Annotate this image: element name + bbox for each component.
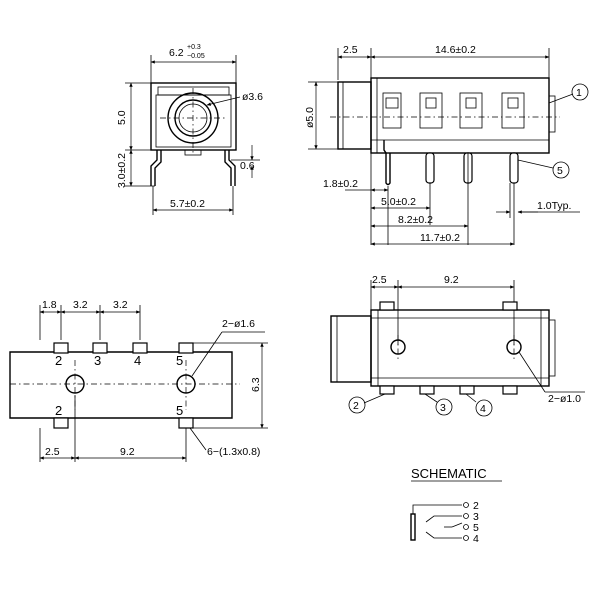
schematic-pin-4: 4 bbox=[473, 533, 479, 545]
pcb-hole-left bbox=[65, 374, 85, 394]
pcb-pad-3 bbox=[92, 342, 108, 354]
pcb-pad-label-5b: 5 bbox=[176, 403, 183, 418]
front-hole-dia: ø3.6 bbox=[242, 91, 263, 103]
pcb-dim-2: 3.2 bbox=[73, 299, 88, 311]
callout-circle-1 bbox=[571, 83, 589, 101]
pcb-pad-label-5: 5 bbox=[176, 353, 183, 368]
pcb-pad-2-top bbox=[53, 342, 69, 354]
front-width-dim: 6.2 bbox=[169, 47, 184, 59]
callout-circle-4 bbox=[475, 399, 493, 417]
pcb-layout: 1.8 3.2 3.2 2 3 4 5 2 5 2−ø1.6 6.3 bbox=[9, 299, 268, 462]
front-view: 6.2 +0.3 −0.05 ø3.6 5.0 3.0±0.2 bbox=[116, 44, 263, 215]
pcb-pad-callout: 6−(1.3x0.8) bbox=[207, 446, 260, 458]
pcb-pad-label-2b: 2 bbox=[55, 403, 62, 418]
side-pin3-pos: 8.2±0.2 bbox=[398, 214, 433, 226]
side-pin1-pos: 1.8±0.2 bbox=[323, 178, 358, 190]
side-body-dia: ø5.0 bbox=[304, 107, 316, 128]
side-pin2-pos: 5.0±0.2 bbox=[381, 196, 416, 208]
bottom-view: 2.5 9.2 2−ø1.0 2 3 bbox=[330, 274, 585, 417]
front-width-tol-lower: −0.05 bbox=[187, 53, 205, 60]
front-pin-offset: 0.6 bbox=[240, 160, 255, 172]
pcb-height-dim: 6.3 bbox=[250, 377, 262, 392]
pcb-pad-5-bottom bbox=[178, 417, 194, 429]
side-body-len: 14.6±0.2 bbox=[435, 44, 476, 56]
pcb-dim-3: 3.2 bbox=[113, 299, 128, 311]
schematic-title: SCHEMATIC bbox=[411, 466, 487, 481]
pcb-pad-2-bottom bbox=[53, 417, 69, 429]
pcb-span-dim: 9.2 bbox=[120, 446, 135, 458]
pcb-left-dim: 2.5 bbox=[45, 446, 60, 458]
schematic-pin-3: 3 bbox=[473, 511, 479, 523]
pcb-pad-5-top bbox=[178, 342, 194, 354]
bottom-hole-callout: 2−ø1.0 bbox=[548, 393, 581, 405]
schematic-pin-2: 2 bbox=[473, 500, 479, 512]
pcb-dim-1: 1.8 bbox=[42, 299, 57, 311]
callout-4-label: 4 bbox=[480, 403, 486, 415]
schematic: SCHEMATIC 2 3 5 4 bbox=[410, 466, 502, 545]
side-pin4-pos: 11.7±0.2 bbox=[420, 232, 460, 244]
callout-5-label: 5 bbox=[557, 165, 563, 177]
callout-circle-3 bbox=[435, 398, 453, 416]
callout-circle-5 bbox=[552, 161, 570, 179]
pcb-pad-label-2: 2 bbox=[55, 353, 62, 368]
front-width-tol-upper: +0.3 bbox=[187, 44, 201, 51]
callout-1-label: 1 bbox=[576, 87, 582, 99]
front-height-dim: 5.0 bbox=[116, 110, 128, 125]
front-pin-height: 3.0±0.2 bbox=[116, 153, 128, 188]
callout-circle-2 bbox=[348, 396, 366, 414]
callout-2-label: 2 bbox=[353, 400, 359, 412]
pcb-hole-callout: 2−ø1.6 bbox=[222, 318, 255, 330]
front-pin-span: 5.7±0.2 bbox=[170, 198, 205, 210]
pcb-hole-right bbox=[176, 374, 196, 394]
side-nose-len: 2.5 bbox=[343, 44, 358, 56]
pcb-pad-4 bbox=[132, 342, 148, 354]
bottom-span-dim: 9.2 bbox=[444, 274, 459, 286]
bottom-left-dim: 2.5 bbox=[372, 274, 387, 286]
pcb-pad-label-4: 4 bbox=[134, 353, 141, 368]
schematic-pin-5: 5 bbox=[473, 522, 479, 534]
side-pin-thk: 1.0Typ. bbox=[537, 200, 571, 212]
side-view: 2.5 14.6±0.2 ø5.0 bbox=[304, 44, 589, 246]
pcb-pad-label-3: 3 bbox=[94, 353, 101, 368]
callout-3-label: 3 bbox=[440, 402, 446, 414]
